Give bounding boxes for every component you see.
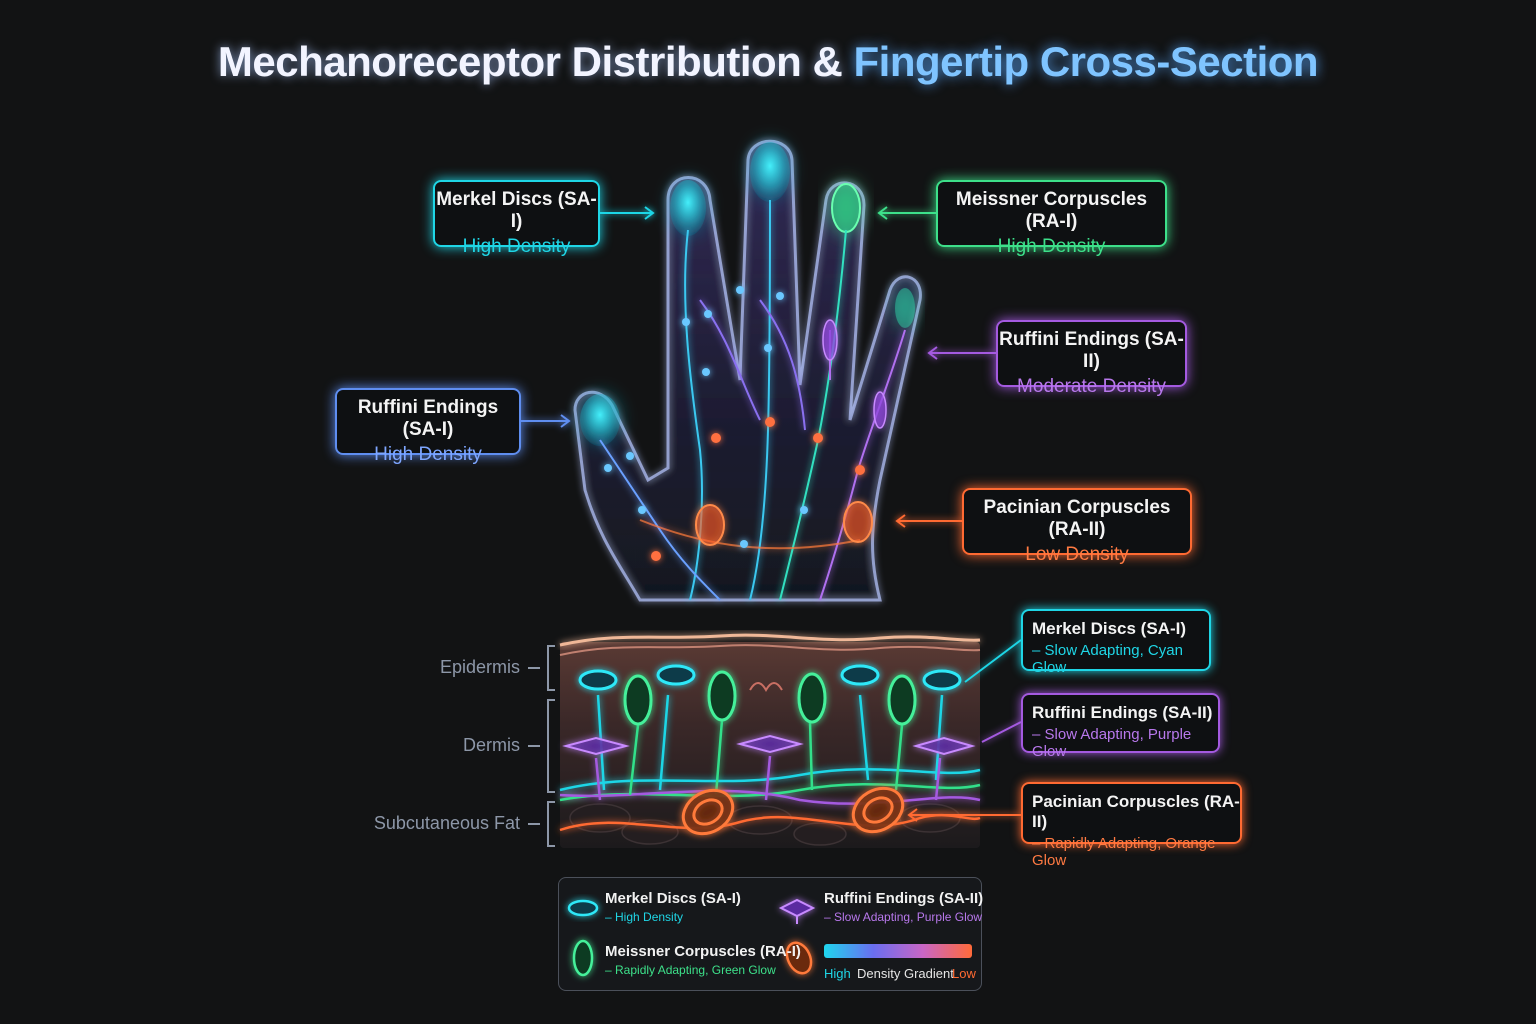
cross-merkel-discs xyxy=(578,664,962,691)
cross-ruffini xyxy=(562,734,976,756)
gradient-high-label: High xyxy=(824,966,851,981)
title-part1: Mechanoreceptor Distribution & xyxy=(217,38,843,85)
middle-tip-merkel xyxy=(750,142,790,202)
cross-meissner xyxy=(623,670,917,726)
layer-brackets xyxy=(528,645,555,847)
callout-density: Low Density xyxy=(1025,544,1129,565)
callout-title: Merkel Discs (SA-I) xyxy=(1032,619,1186,638)
legend-item-detail: – High Density xyxy=(605,910,684,924)
hand-callout-arrows xyxy=(521,206,996,528)
callout-detail: – Rapidly Adapting, Orange Glow xyxy=(1032,835,1216,869)
cross-callout-merkel: Merkel Discs (SA-I) – Slow Adapting, Cya… xyxy=(1021,609,1211,676)
callout-title: Ruffini Endings (SA-II) xyxy=(999,329,1184,372)
hand-ruffini-spindles xyxy=(822,319,887,429)
title-part2: Fingertip Cross-Section xyxy=(853,38,1319,85)
callout-meissner-corpuscles: Meissner Corpuscles (RA-I) High Density xyxy=(936,180,1167,257)
ruffini-ending-icon xyxy=(778,898,816,924)
thumb-tip-merkel xyxy=(580,394,620,446)
hand-pacinian xyxy=(695,501,873,546)
callout-title: Pacinian Corpuscles (RA-II) xyxy=(983,497,1171,540)
callout-density: High Density xyxy=(374,444,482,465)
skin-cross-section xyxy=(559,633,981,848)
callout-ruffini-sa-i: Ruffini Endings (SA-I) High Density xyxy=(335,388,521,465)
callout-title: Merkel Discs (SA-I) xyxy=(436,189,597,232)
legend-item-title: Ruffini Endings (SA-II) xyxy=(824,890,984,907)
page-title: Mechanoreceptor Distribution & Fingertip… xyxy=(0,38,1536,86)
layer-label-epidermis: Epidermis xyxy=(439,657,520,677)
pinky-tip xyxy=(895,288,915,328)
legend-icons xyxy=(567,898,816,977)
density-gradient-bar xyxy=(824,944,972,958)
callout-ruffini-sa-ii: Ruffini Endings (SA-II) Moderate Density xyxy=(996,320,1187,397)
callout-title: Ruffini Endings (SA-II) xyxy=(1032,703,1213,722)
merkel-disc-icon xyxy=(567,899,599,917)
callout-merkel-discs: Merkel Discs (SA-I) High Density xyxy=(433,180,600,257)
callout-density: High Density xyxy=(997,236,1106,257)
legend-item-detail: – Slow Adapting, Purple Glow xyxy=(824,910,983,924)
legend-item-title: Merkel Discs (SA-I) xyxy=(605,890,741,907)
layer-label-subcutaneous-fat: Subcutaneous Fat xyxy=(373,813,520,833)
legend-item-detail: – Rapidly Adapting, Green Glow xyxy=(605,963,776,977)
callout-detail: – Slow Adapting, Purple Glow xyxy=(1032,726,1192,760)
cross-callout-arrows xyxy=(907,639,1022,822)
cross-callout-ruffini: Ruffini Endings (SA-II) – Slow Adapting,… xyxy=(1021,693,1220,760)
hand-outline xyxy=(573,139,922,602)
meissner-corpuscle-icon xyxy=(572,939,594,977)
callout-density: High Density xyxy=(462,236,571,257)
hand-illustration xyxy=(573,139,922,602)
pacinian-corpuscle-icon xyxy=(785,941,813,975)
callout-detail: – Slow Adapting, Cyan Glow xyxy=(1032,642,1183,676)
gradient-low-label: Low xyxy=(952,966,976,981)
epidermis-surface xyxy=(559,633,981,647)
callout-pacinian-corpuscles: Pacinian Corpuscles (RA-II) Low Density xyxy=(962,488,1192,565)
callout-density: Moderate Density xyxy=(1017,376,1166,397)
callout-title: Meissner Corpuscles (RA-I) xyxy=(955,189,1148,232)
callout-title: Pacinian Corpuscles (RA-II) xyxy=(1032,792,1240,831)
hand-receptor-dots xyxy=(604,286,865,561)
gradient-label: Density Gradient xyxy=(857,966,954,981)
ring-tip-meissner xyxy=(831,183,861,233)
legend-item-title: Meissner Corpuscles (RA-I) xyxy=(605,943,801,960)
layer-label-dermis: Dermis xyxy=(463,735,520,755)
legend: Merkel Discs (SA-I) – High Density Ruffi… xyxy=(558,877,984,991)
callout-title: Ruffini Endings (SA-I) xyxy=(357,397,499,440)
index-tip-merkel xyxy=(670,180,706,236)
cross-callout-pacinian: Pacinian Corpuscles (RA-II) – Rapidly Ad… xyxy=(1021,782,1242,869)
cross-pacinian xyxy=(681,786,905,836)
